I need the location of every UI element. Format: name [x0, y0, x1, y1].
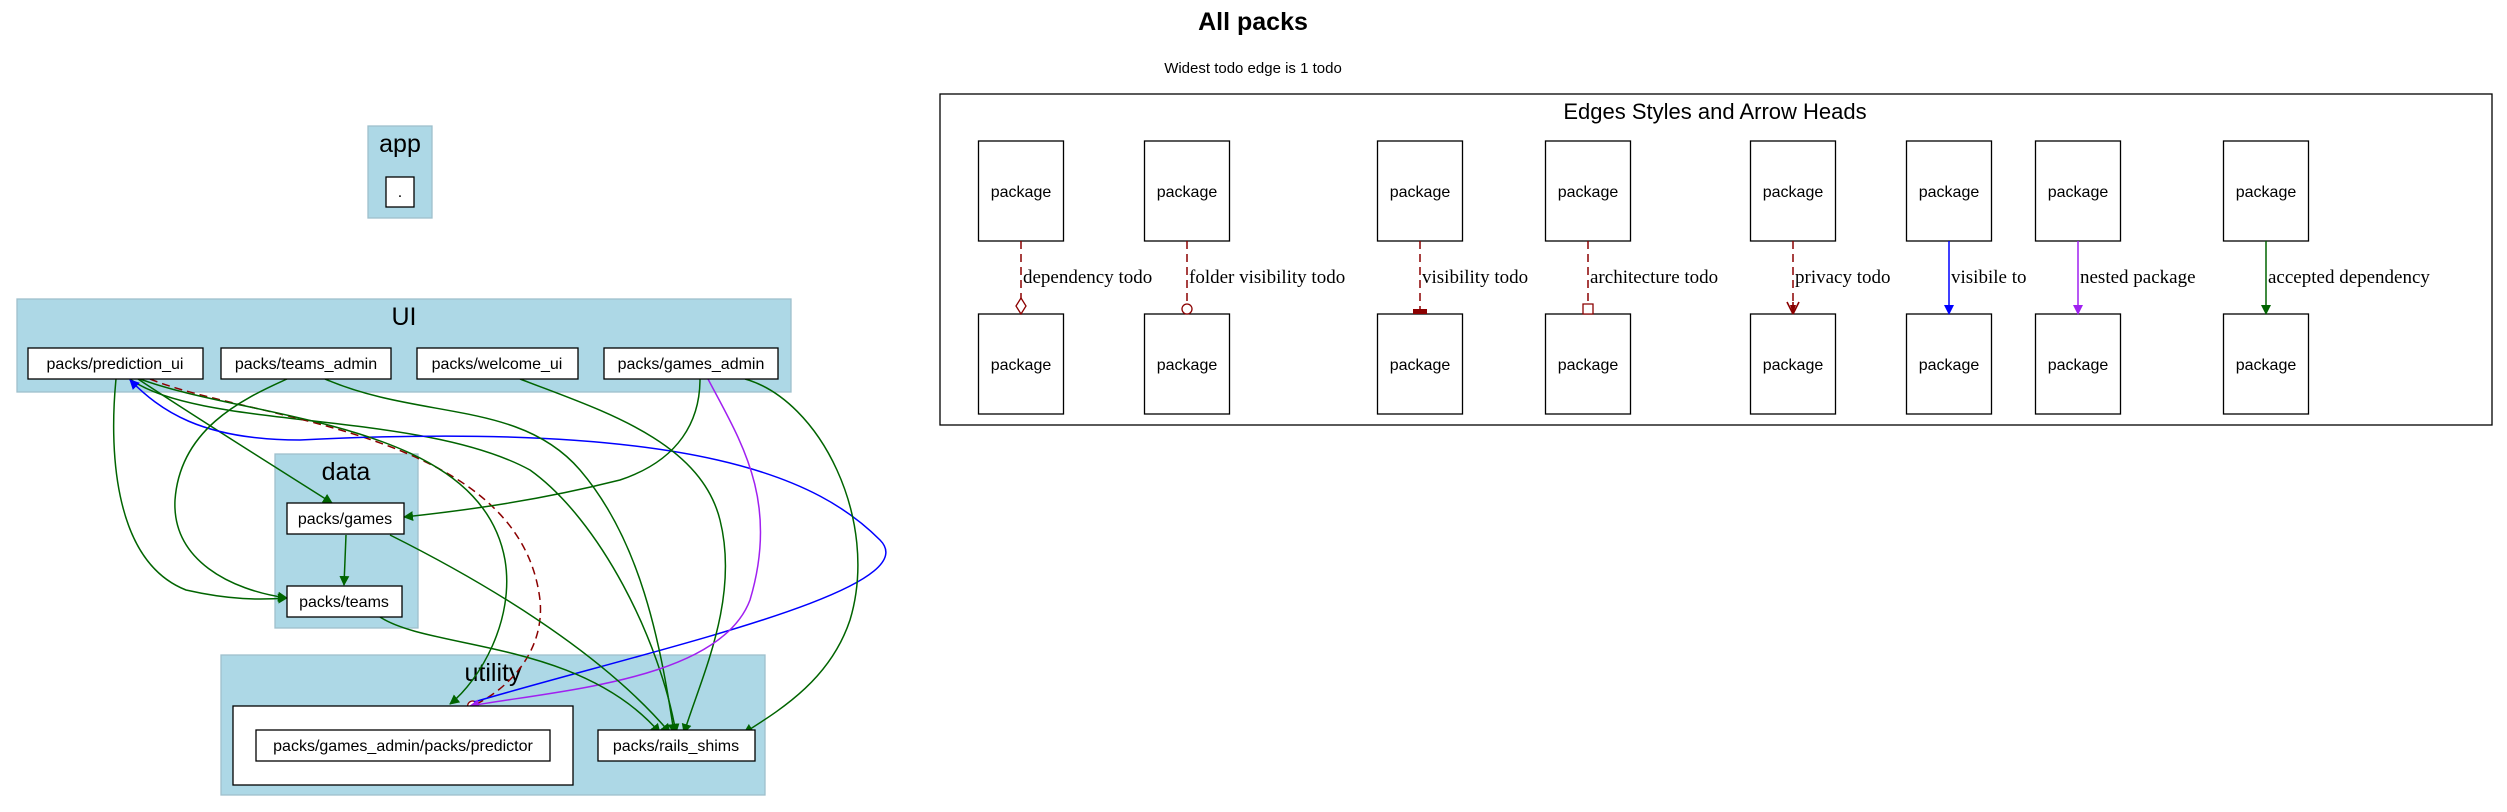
node-welcome-ui[interactable]: packs/welcome_ui [416, 347, 579, 380]
legend-target-2: package [1376, 313, 1464, 415]
legend-target-3-label: package [1558, 357, 1619, 374]
legend-target-2-label: package [1390, 357, 1451, 374]
legend-target-3: package [1544, 313, 1632, 415]
legend-source-0: package [977, 140, 1065, 242]
legend-target-7-label: package [2236, 357, 2297, 374]
edge-predictor-to-prediction-ui-visible [129, 379, 887, 703]
node-games-label: packs/games [298, 511, 392, 528]
legend-source-2: package [1376, 140, 1464, 242]
node-prediction-ui[interactable]: packs/prediction_ui [27, 347, 204, 380]
legend-source-6-label: package [2048, 184, 2109, 201]
legend-target-7: package [2222, 313, 2310, 415]
node-prediction-ui-label: packs/prediction_ui [47, 356, 184, 373]
legend-edge-label-1: folder visibility todo [1189, 267, 1345, 288]
legend-target-1-label: package [1157, 357, 1218, 374]
edge-games-admin-to-predictor-nested [469, 378, 762, 710]
node-games[interactable]: packs/games [286, 502, 405, 535]
node-teams-admin[interactable]: packs/teams_admin [220, 347, 392, 380]
edge-games-admin-to-games [403, 378, 701, 522]
node-rails-shims-label: packs/rails_shims [613, 738, 739, 755]
cluster-utility-label: utility [465, 659, 522, 687]
legend-source-7-label: package [2236, 184, 2297, 201]
legend-source-0-label: package [991, 184, 1052, 201]
legend-source-4-label: package [1763, 184, 1824, 201]
edge-games-to-rails-shims [389, 534, 671, 734]
legend-source-6: package [2034, 140, 2122, 242]
legend-target-0: package [977, 313, 1065, 415]
legend-target-5-label: package [1919, 357, 1980, 374]
node-teams-admin-label: packs/teams_admin [235, 356, 377, 373]
cluster-ui-label: UI [392, 303, 417, 331]
cluster-app-label: app [379, 130, 421, 158]
legend-target-0-label: package [991, 357, 1052, 374]
legend-target-1: package [1143, 313, 1231, 415]
legend: Edges Styles and Arrow Heads packagepack… [939, 93, 2493, 426]
legend-source-5-label: package [1919, 184, 1980, 201]
node-rails-shims[interactable]: packs/rails_shims [597, 729, 756, 762]
legend-source-7: package [2222, 140, 2310, 242]
node-games-admin[interactable]: packs/games_admin [603, 347, 779, 380]
edge-welcome-ui-to-rails-shims [519, 378, 727, 734]
legend-edge-label-4: privacy todo [1795, 267, 1891, 288]
edge-games-to-teams [339, 534, 350, 586]
legend-source-1-label: package [1157, 184, 1218, 201]
legend-source-3: package [1544, 140, 1632, 242]
legend-source-4: package [1749, 140, 1837, 242]
legend-edge-label-6: nested package [2080, 267, 2196, 288]
legend-target-6: package [2034, 313, 2122, 415]
legend-edge-label-0: dependency todo [1023, 267, 1152, 288]
legend-source-1: package [1143, 140, 1231, 242]
legend-source-3-label: package [1558, 184, 1619, 201]
node-root[interactable]: . [385, 176, 415, 208]
legend-target-4-label: package [1763, 357, 1824, 374]
node-teams-label: packs/teams [299, 594, 389, 611]
legend-edge-label-2: visibility todo [1422, 267, 1528, 288]
edge-teams-admin-to-teams [174, 378, 288, 602]
edge-prediction-ui-to-predictor-todo [149, 378, 542, 712]
legend-source-2-label: package [1390, 184, 1451, 201]
graph-title: All packs [1198, 8, 1308, 36]
edge-prediction-ui-to-games [137, 378, 333, 504]
graph-subtitle: Widest todo edge is 1 todo [1164, 60, 1342, 77]
legend-title: Edges Styles and Arrow Heads [1563, 99, 1866, 124]
edge-prediction-ui-to-teams [112, 378, 288, 604]
legend-target-4: package [1749, 313, 1837, 415]
legend-edge-label-3: architecture todo [1590, 267, 1718, 288]
node-root-label: . [398, 184, 402, 201]
node-predictor-label: packs/games_admin/packs/predictor [273, 738, 533, 755]
edge-teams-admin-to-rails-shims [324, 378, 678, 734]
legend-target-5: package [1905, 313, 1993, 415]
legend-items: package package dependency todo package pack… [977, 140, 2430, 415]
graph-edges [112, 378, 887, 734]
legend-source-5: package [1905, 140, 1993, 242]
cluster-data-label: data [322, 458, 371, 486]
legend-edge-label-5: visibile to [1951, 267, 2026, 288]
node-welcome-ui-label: packs/welcome_ui [432, 356, 563, 373]
node-teams[interactable]: packs/teams [286, 585, 403, 618]
node-games-admin-label: packs/games_admin [618, 356, 765, 373]
legend-edge-label-7: accepted dependency [2268, 267, 2430, 288]
edge-prediction-ui-to-rails-shims [129, 378, 680, 734]
legend-target-6-label: package [2048, 357, 2109, 374]
edge-games-admin-to-rails-shims [743, 378, 859, 734]
node-predictor[interactable]: packs/games_admin/packs/predictor [255, 729, 551, 762]
edge-teams-to-rails-shims [379, 616, 661, 734]
